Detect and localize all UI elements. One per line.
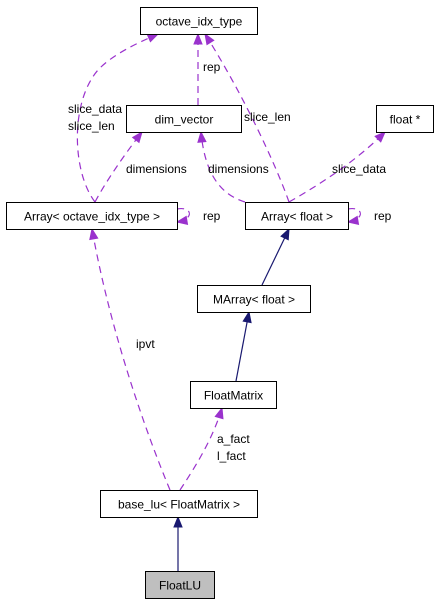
- edge-marray_float-to-array_float: [261, 227, 290, 286]
- edge-base_lu-to-floatmatrix: [179, 406, 224, 491]
- edge-label: a_fact: [217, 432, 250, 446]
- edge-label: dimensions: [208, 162, 269, 176]
- node-array-oit[interactable]: Array< octave_idx_type >: [6, 202, 178, 230]
- edge-arrowhead: [131, 130, 143, 144]
- edge-line: [179, 407, 223, 491]
- edge-line: [91, 228, 171, 491]
- edge-line: [288, 131, 386, 203]
- edge-arrowhead: [346, 215, 360, 225]
- edges-layer: [76, 32, 386, 571]
- node-box: [145, 571, 215, 599]
- node-label: MArray< float >: [213, 293, 295, 307]
- node-label: dim_vector: [155, 113, 214, 127]
- edge-label: rep: [203, 209, 221, 223]
- node-box: [245, 202, 349, 230]
- node-octave-idx-type[interactable]: octave_idx_type: [140, 7, 258, 35]
- node-base-lu[interactable]: base_lu< FloatMatrix >: [100, 490, 258, 518]
- edge-label: ipvt: [136, 337, 155, 351]
- edge-line: [200, 131, 246, 203]
- edge-arrowhead: [89, 227, 99, 241]
- edge-array_oit-to-dim_vector: [94, 130, 143, 203]
- edge-arrowhead: [280, 227, 290, 241]
- node-label: FloatLU: [159, 579, 201, 593]
- node-box: [126, 105, 242, 133]
- edge-label: rep: [203, 60, 221, 74]
- edge-array_float-to-array_float: [346, 207, 361, 225]
- edge-label: l_fact: [217, 449, 246, 463]
- edge-array_float-to-dim_vector: [197, 130, 246, 203]
- edge-label: slice_len: [244, 110, 291, 124]
- edge-line: [204, 33, 290, 203]
- node-box: [6, 202, 178, 230]
- edge-array_float-to-float_ptr: [288, 131, 386, 203]
- edge-floatmatrix-to-marray_float: [235, 310, 252, 382]
- edge-floatlu-to-base_lu: [173, 515, 183, 571]
- node-box: [140, 7, 258, 35]
- edge-label: slice_data: [68, 102, 122, 116]
- node-floatmatrix[interactable]: FloatMatrix: [190, 381, 277, 409]
- edge-arrowhead: [197, 130, 207, 143]
- edge-arrowhead: [242, 310, 252, 324]
- edge-line: [235, 311, 250, 382]
- edge-label: slice_len: [68, 119, 115, 133]
- node-array-float[interactable]: Array< float >: [245, 202, 349, 230]
- node-label: base_lu< FloatMatrix >: [118, 498, 240, 512]
- edge-arrowhead: [173, 515, 183, 528]
- node-floatlu[interactable]: FloatLU: [145, 571, 215, 599]
- edge-array_oit-to-array_oit: [175, 207, 190, 225]
- node-label: Array< float >: [261, 210, 333, 224]
- nodes-layer: octave_idx_type dim_vector float * Array< o…: [6, 7, 434, 599]
- edge-line: [76, 33, 159, 203]
- node-box: [376, 105, 434, 133]
- node-label: Array< octave_idx_type >: [24, 210, 160, 224]
- node-label: octave_idx_type: [156, 15, 243, 29]
- node-box: [190, 381, 277, 409]
- edge-arrowhead: [214, 406, 224, 420]
- edge-label: dimensions: [126, 162, 187, 176]
- edge-base_lu-to-array_oit: [89, 227, 171, 491]
- edge-arrowhead: [175, 215, 189, 225]
- edge-arrowhead: [193, 32, 203, 45]
- node-float-ptr[interactable]: float *: [376, 105, 434, 133]
- node-dim-vector[interactable]: dim_vector: [126, 105, 242, 133]
- edge-label: slice_data: [332, 162, 386, 176]
- edge-arrowhead: [146, 33, 160, 43]
- edge-dim_vector-to-octave_idx_type: [193, 32, 203, 105]
- node-label: FloatMatrix: [204, 389, 263, 403]
- edge-labels-layer: rep slice_data slice_len slice_len dimension…: [68, 60, 392, 463]
- node-label: float *: [390, 113, 421, 127]
- edge-array_float-to-octave_idx_type: [204, 32, 290, 203]
- node-box: [100, 490, 258, 518]
- node-marray-float[interactable]: MArray< float >: [197, 285, 311, 313]
- node-box: [197, 285, 311, 313]
- edge-arrowhead: [374, 131, 386, 143]
- edge-label: rep: [374, 209, 392, 223]
- edge-arrowhead: [204, 32, 215, 46]
